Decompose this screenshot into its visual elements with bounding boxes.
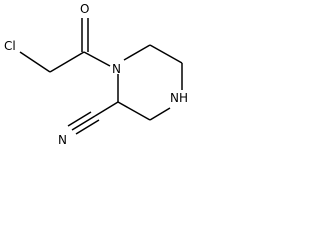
- atom-label-nitrile-nitrogen: N: [58, 133, 67, 147]
- bond-ring-n4-c5: [149, 107, 171, 121]
- bond-ring-n1-c2: [123, 44, 151, 61]
- atom-label-oxygen: O: [80, 2, 89, 16]
- bond-ring-c2-c3: [149, 44, 183, 64]
- atom-label-ring-nitrogen-amine: NH: [170, 91, 188, 105]
- atom-label-chlorine: Cl: [4, 39, 16, 53]
- chemical-structure: Cl O N NH N: [4, 2, 188, 147]
- bond-ring-c5-c6: [117, 101, 151, 121]
- bond-ch2-carbonyl: [49, 51, 85, 73]
- structure-canvas: Cl O N NH N: [0, 0, 206, 158]
- bond-nitrile-2: [67, 111, 92, 127]
- bond-ring-c6-cn: [94, 101, 119, 117]
- bond-cl-ch2: [19, 51, 51, 73]
- bond-nitrile-1: [71, 115, 96, 131]
- atom-label-ring-nitrogen-acyl: N: [112, 62, 121, 76]
- bond-nitrile-3: [75, 119, 100, 135]
- bond-carbonyl-nitrogen: [83, 51, 111, 67]
